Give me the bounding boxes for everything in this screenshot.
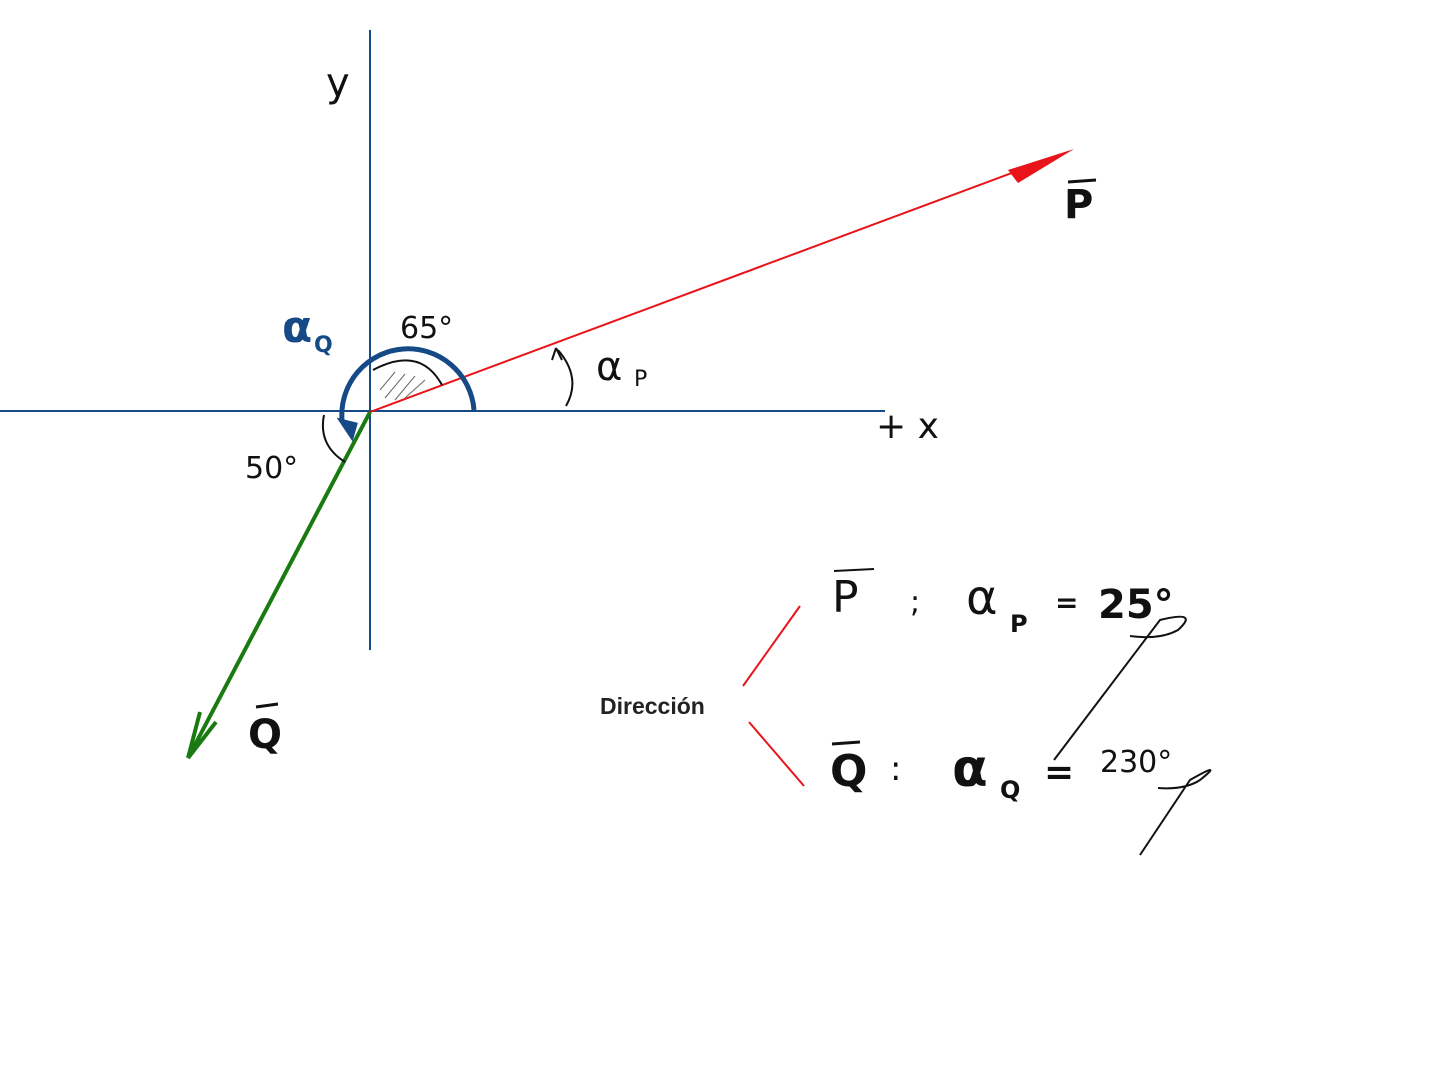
alpha-p-value: 25°	[1098, 582, 1174, 628]
vector-q: Q	[186, 411, 372, 760]
direction-p-row: P ; α P = 25°	[832, 568, 1174, 638]
alpha-p-label: α	[596, 344, 622, 390]
vector-p: P	[369, 149, 1097, 413]
alpha-q-arc	[339, 346, 477, 421]
vector-p-label: P	[1064, 182, 1093, 228]
alpha-p-arrowhead	[551, 347, 563, 361]
direction-q-row: Q : α Q = 230°	[830, 739, 1172, 804]
direction-title: Dirección	[600, 693, 705, 719]
alpha-q-sub: Q	[314, 333, 333, 358]
check-mark-bottom	[1139, 769, 1212, 856]
y-axis-label: y	[326, 60, 350, 106]
svg-text:Q: Q	[1000, 776, 1020, 804]
sixty-five-label: 65°	[400, 311, 453, 346]
svg-text:;: ;	[910, 585, 920, 620]
svg-text:α: α	[952, 739, 988, 799]
svg-text:=: =	[1044, 752, 1074, 793]
fifty-arc	[322, 414, 346, 463]
fifty-label: 50°	[245, 451, 298, 486]
alpha-q-label: α	[282, 302, 312, 353]
vector-p-arrowhead	[1008, 149, 1074, 183]
hatch	[379, 371, 426, 401]
svg-text::: :	[890, 749, 901, 789]
svg-text:α: α	[966, 570, 998, 626]
check-mark-top	[1053, 615, 1187, 761]
alpha-p-arc	[557, 349, 574, 407]
alpha-q-arrowhead	[336, 417, 358, 442]
brace-top	[742, 605, 801, 687]
svg-text:Q: Q	[830, 746, 867, 797]
svg-text:P: P	[1010, 610, 1028, 638]
brace-bottom	[748, 721, 805, 787]
sixty-five-arc	[372, 359, 443, 386]
vector-q-arrowhead	[186, 711, 218, 760]
svg-text:=: =	[1055, 586, 1078, 619]
svg-text:P: P	[832, 572, 859, 623]
alpha-q-value: 230°	[1100, 745, 1172, 780]
alpha-p-sub: P	[634, 367, 647, 392]
vector-q-label: Q	[248, 712, 282, 758]
x-axis-label: + x	[876, 406, 939, 447]
